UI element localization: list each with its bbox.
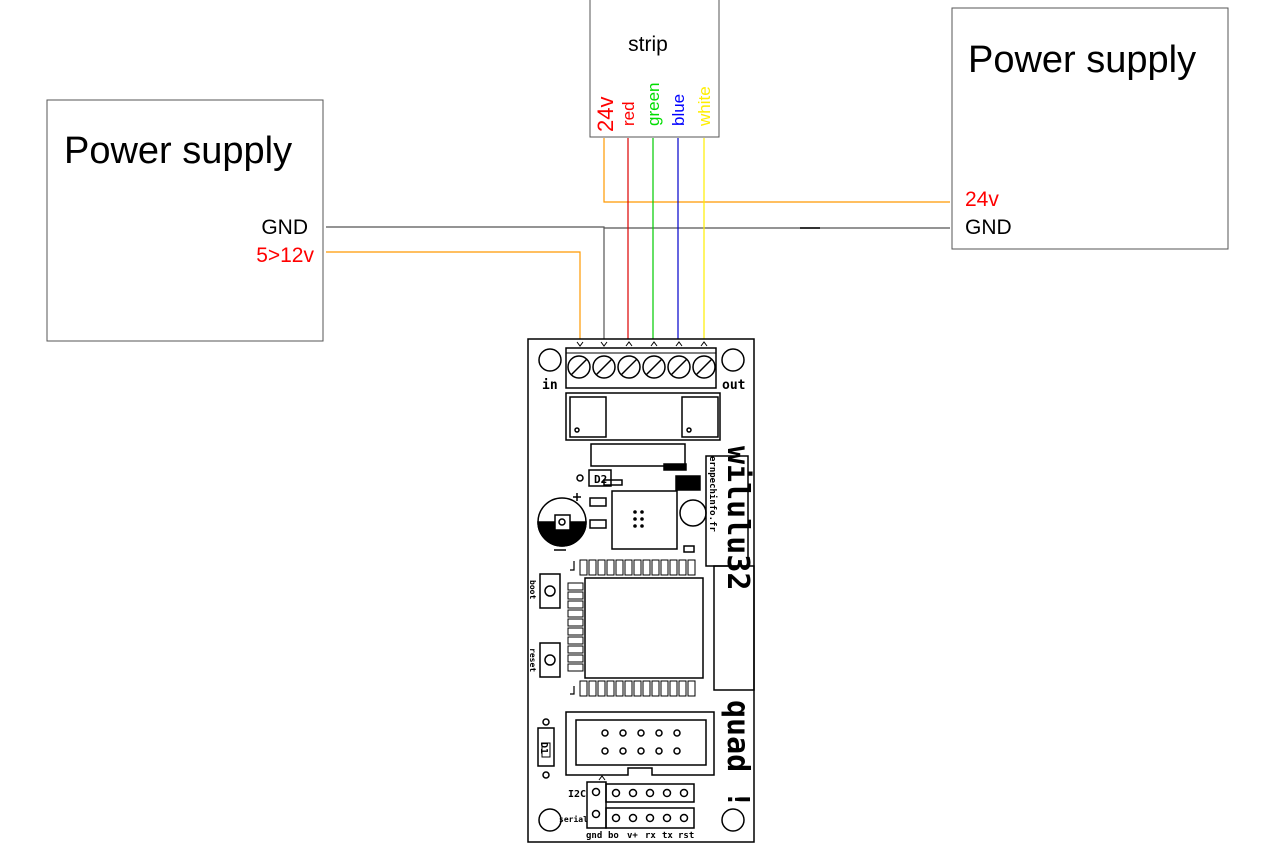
right-supply-title: Power supply xyxy=(968,39,1196,81)
header-labels: gnd bo v+ rx tx rst xyxy=(586,831,694,841)
esp-left-pins xyxy=(567,582,584,672)
mount-hole-bl xyxy=(538,808,562,832)
mosfet-block xyxy=(565,392,721,441)
strip-pin-white: white xyxy=(695,86,714,127)
diode-d1-label: D1 xyxy=(538,742,549,754)
strip-pin-green: green xyxy=(644,83,663,126)
i2c-label: I2C xyxy=(568,789,586,800)
esp-top-pins xyxy=(579,559,696,576)
header-label-tx: tx xyxy=(662,831,673,841)
board-in-label: in xyxy=(542,378,558,393)
controller-board: in out D2 xyxy=(527,338,755,843)
header-label-vplus: v+ xyxy=(627,831,638,841)
mount-hole-br xyxy=(721,808,745,832)
wire-strip-24v xyxy=(603,138,950,203)
strip-pin-24v: 24v xyxy=(593,97,618,132)
board-suffix: quad ! xyxy=(720,700,755,808)
header-label-gnd: gnd xyxy=(586,831,602,841)
left-power-supply: Power supply GND 5>12v xyxy=(46,99,324,342)
boot-button-label: boot xyxy=(528,580,537,599)
diode-d2-label: D2 xyxy=(594,473,607,486)
boot-button xyxy=(539,573,561,609)
mount-hole-tl xyxy=(538,348,562,372)
right-power-supply: Power supply 24v GND xyxy=(951,7,1229,250)
reset-button xyxy=(539,642,561,678)
regulator-dots xyxy=(633,510,644,528)
led-strip: strip 24v red green blue white xyxy=(589,0,720,138)
right-supply-gnd-label: GND xyxy=(965,216,1012,239)
idc-connector xyxy=(565,711,715,776)
left-supply-voltage-label: 5>12v xyxy=(256,244,314,267)
pin-headers xyxy=(586,775,695,829)
wire-left-voltage xyxy=(326,251,581,340)
reset-button-label: reset xyxy=(528,648,537,672)
serial-label: serial xyxy=(559,814,588,824)
right-supply-voltage-label: 24v xyxy=(965,188,999,211)
wires xyxy=(326,138,950,340)
header-label-bo: bo xyxy=(608,831,619,841)
regulator-area xyxy=(576,443,749,567)
board-out-label: out xyxy=(722,378,745,393)
esp-bottom-pins xyxy=(579,680,696,697)
esp-module xyxy=(570,561,755,695)
board-name: wilulu32 xyxy=(720,446,755,591)
left-supply-title: Power supply xyxy=(64,130,292,172)
strip-pin-red: red xyxy=(619,101,638,126)
terminal-block xyxy=(565,341,717,389)
wire-left-gnd xyxy=(326,226,605,340)
board-url: ernpechinfo.fr xyxy=(707,456,718,532)
left-supply-gnd-label: GND xyxy=(261,216,308,239)
strip-title: strip xyxy=(628,33,668,56)
strip-pin-blue: blue xyxy=(669,94,688,126)
header-label-rx: rx xyxy=(645,831,656,841)
capacitor xyxy=(537,493,587,551)
mount-hole-tr xyxy=(721,348,745,372)
diode-d1 xyxy=(537,718,555,779)
header-label-rst: rst xyxy=(678,831,694,841)
